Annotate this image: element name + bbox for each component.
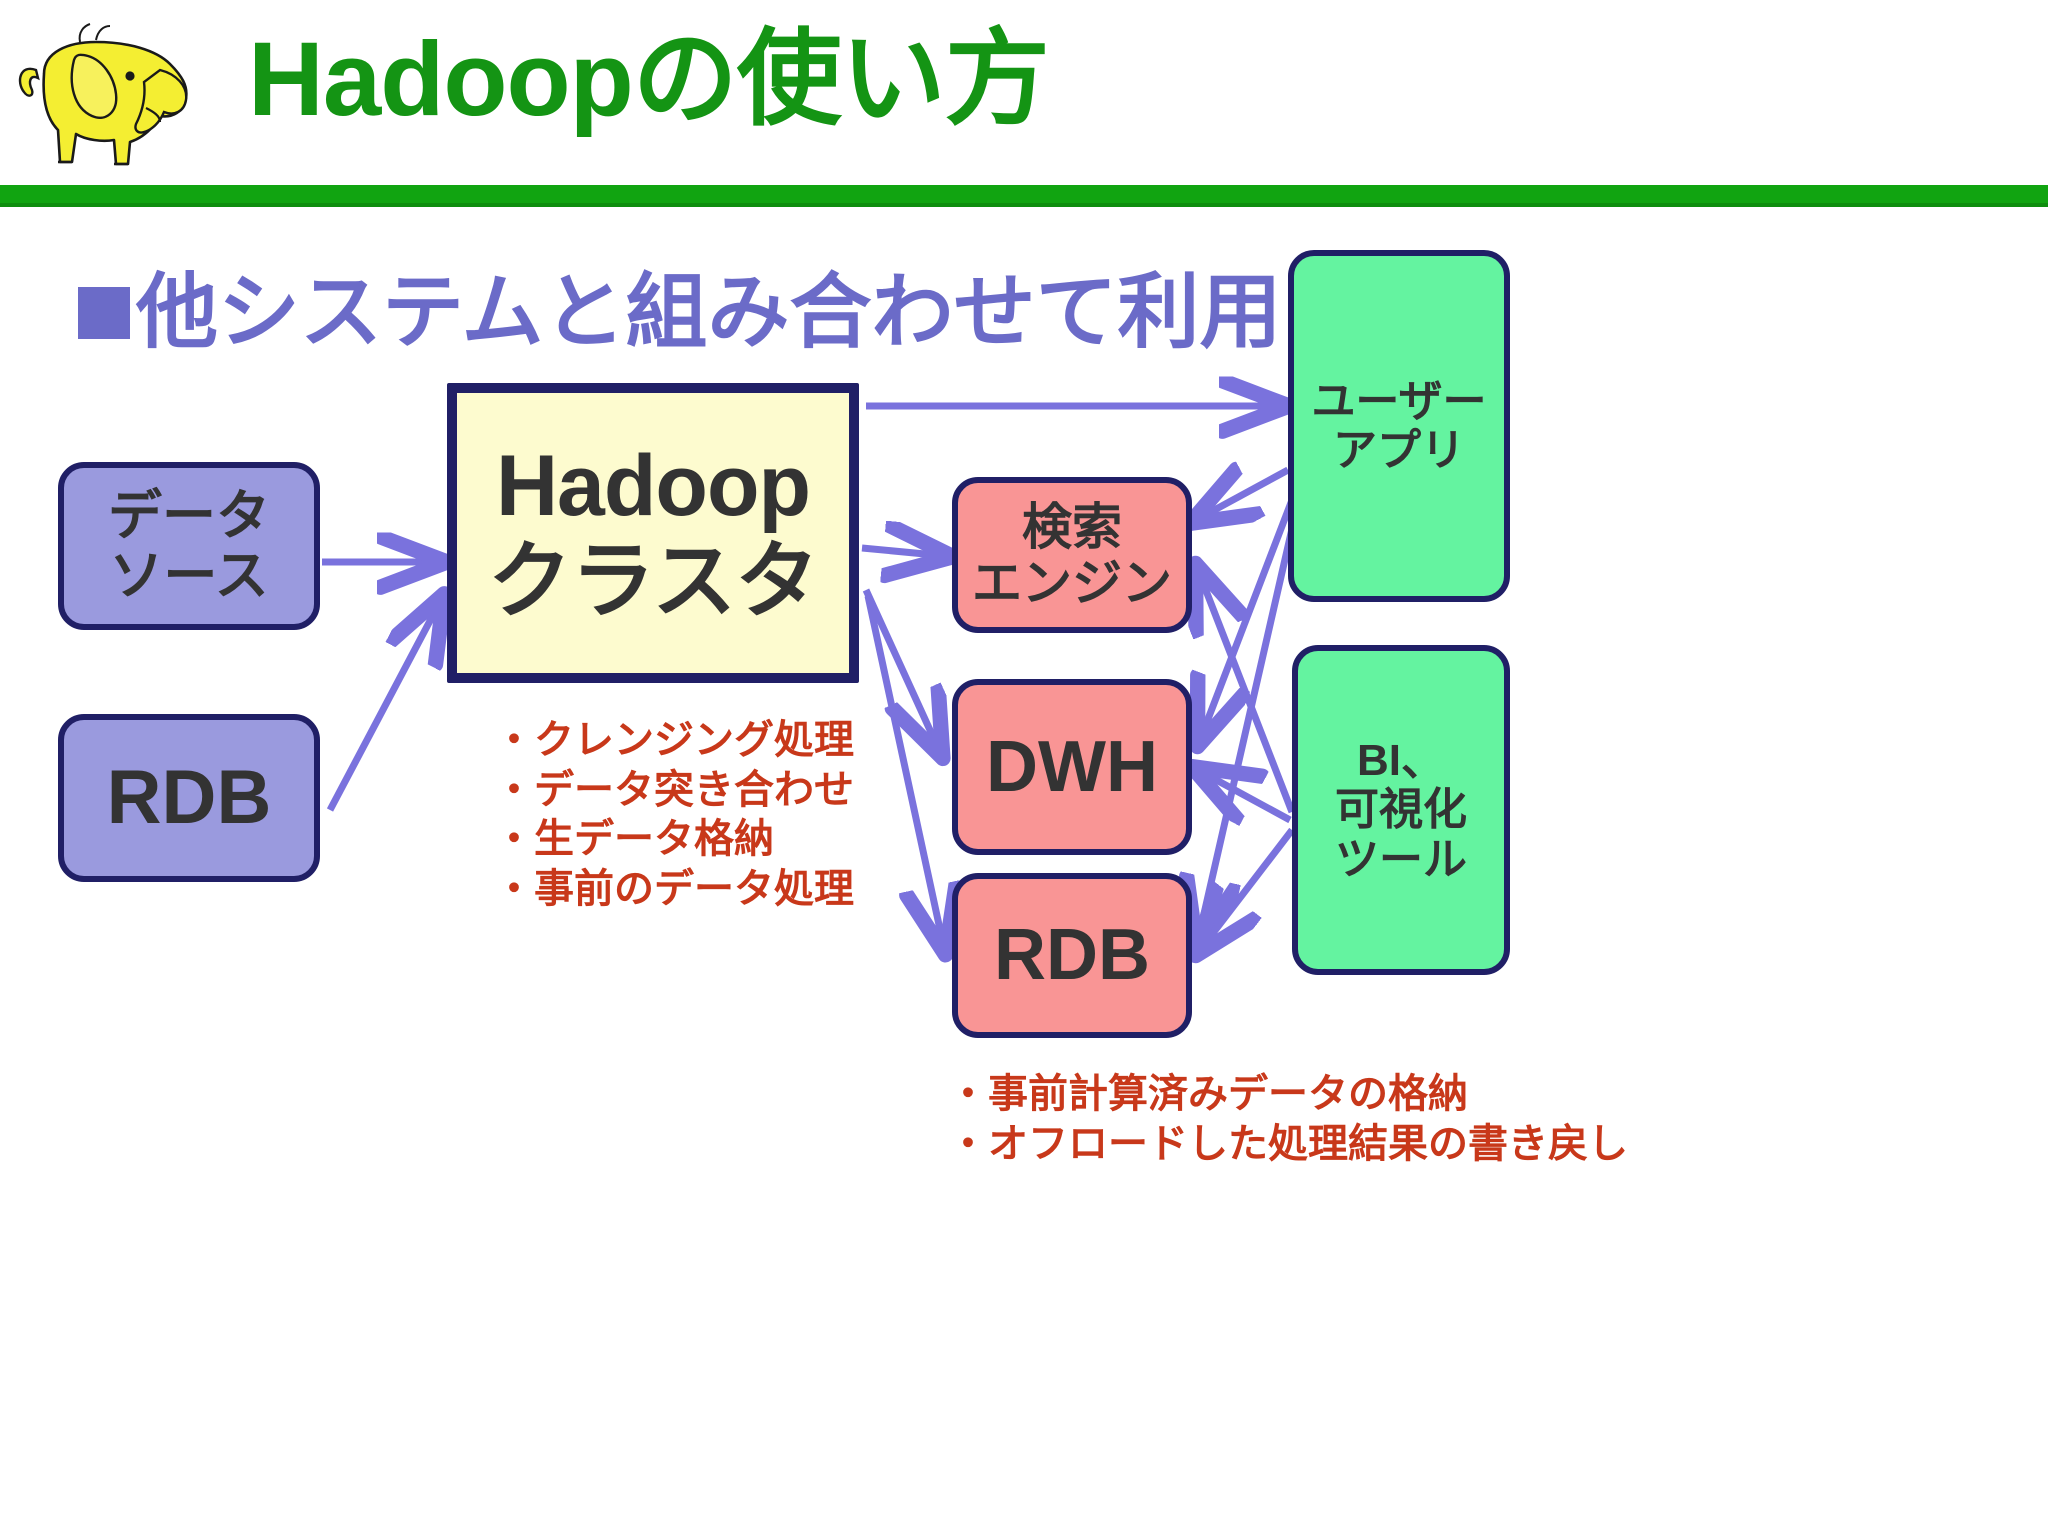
node-label-line2: 可視化 <box>1335 785 1467 835</box>
node-user-application[interactable]: ユーザー アプリ <box>1288 250 1510 602</box>
note-item: ・事前計算済みデータの格納 <box>948 1072 1468 1116</box>
node-data-source[interactable]: データ ソース <box>58 462 320 630</box>
node-label-line1: Hadoop <box>495 437 811 534</box>
node-rdb-target[interactable]: RDB <box>952 873 1192 1038</box>
node-label-line1: DWH <box>986 726 1158 807</box>
hadoop-notes: ・クレンジング処理 ・データ突き合わせ ・生データ格納 ・事前のデータ処理 <box>494 716 854 914</box>
note-item: ・オフロードした処理結果の書き戻し <box>948 1121 1628 1166</box>
note-item: ・事前のデータ処理 <box>494 866 854 911</box>
node-label-line1: RDB <box>106 755 272 841</box>
node-label-line1: 検索 <box>1022 499 1122 555</box>
note-item: ・クレンジング処理 <box>494 718 854 762</box>
bottom-notes: ・事前計算済みデータの格納 ・オフロードした処理結果の書き戻し <box>948 1070 1628 1169</box>
node-search-engine[interactable]: 検索 エンジン <box>952 477 1192 633</box>
page-title: Hadoopの使い方 <box>248 21 1050 138</box>
node-label-line3: ツール <box>1335 834 1467 884</box>
node-label-line2: クラスタ <box>487 534 819 629</box>
subtitle: 他システムと組み合わせて利用 <box>78 272 1282 354</box>
note-item: ・データ突き合わせ <box>494 767 854 812</box>
node-label-line2: エンジン <box>972 555 1172 611</box>
slide-header: Hadoopの使い方 <box>0 0 2048 207</box>
header-divider <box>0 185 2048 203</box>
node-hadoop-cluster[interactable]: Hadoop クラスタ <box>447 383 859 683</box>
hadoop-elephant-logo <box>10 12 210 182</box>
node-dwh[interactable]: DWH <box>952 679 1192 855</box>
node-label-line2: ソース <box>109 546 269 606</box>
node-label-line1: RDB <box>994 915 1150 996</box>
node-label-line1: ユーザー <box>1311 376 1487 426</box>
node-label-line2: アプリ <box>1333 426 1465 475</box>
square-bullet-icon <box>78 287 130 339</box>
subtitle-label: 他システムと組み合わせて利用 <box>136 267 1282 358</box>
node-label-line1: BI、 <box>1357 736 1445 786</box>
note-item: ・生データ格納 <box>494 817 774 862</box>
node-label-line1: データ <box>108 485 270 546</box>
header-divider-thin <box>0 203 2048 207</box>
node-rdb-source[interactable]: RDB <box>58 714 320 882</box>
node-bi-visualization-tool[interactable]: BI、 可視化 ツール <box>1292 645 1510 975</box>
